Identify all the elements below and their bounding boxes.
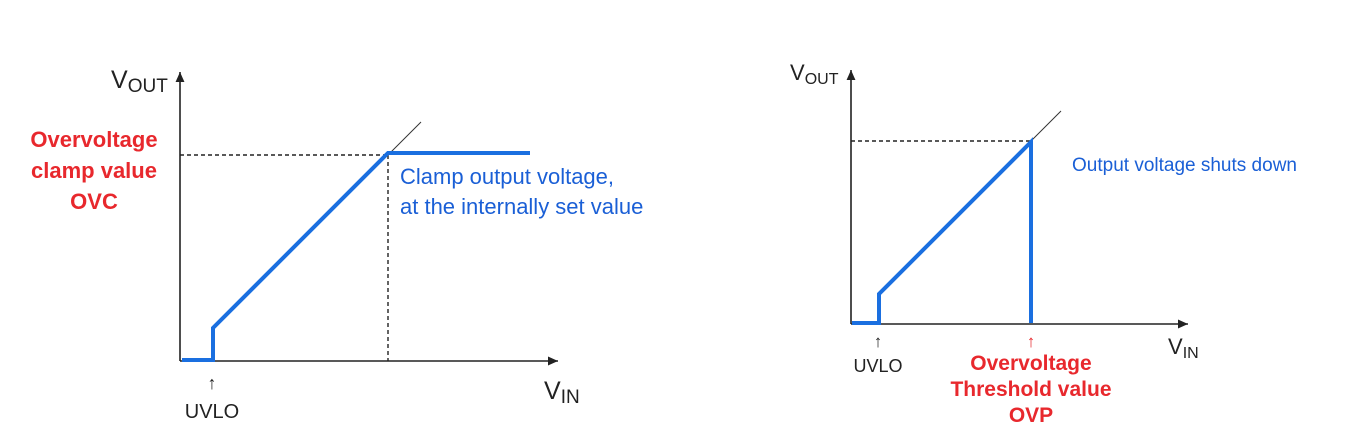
left-uvlo-label: UVLO (185, 401, 239, 423)
right-x-axis-label: VIN (1168, 334, 1199, 362)
left-ideal-line-extension (387, 121, 422, 156)
right-y-axis-label: VOUT (790, 60, 839, 88)
left-clamp-label-line-3: OVC (70, 189, 118, 214)
left-y-axis-label: VOUT (111, 66, 168, 97)
left-clamp-label-line-2: clamp value (31, 158, 157, 183)
right-ovp-arrow: ↑ (1027, 332, 1036, 351)
left-clamp-label-line-1: Overvoltage (30, 127, 157, 152)
right-threshold-label-line-1: Overvoltage (970, 352, 1091, 375)
right-diagram: VOUT VIN ↑ UVLO ↑ Overvoltage Threshold … (790, 60, 1297, 427)
left-uvlo-arrow: ↑ (208, 373, 217, 393)
left-annotation-line-1: Clamp output voltage, (400, 164, 614, 189)
right-ideal-line-extension (1030, 110, 1062, 142)
left-x-axis-label: VIN (544, 377, 580, 408)
left-output-curve (182, 151, 530, 362)
right-output-curve (852, 137, 1033, 325)
right-threshold-label-line-3: OVP (1009, 404, 1053, 427)
left-annotation-line-2: at the internally set value (400, 194, 643, 219)
right-uvlo-arrow: ↑ (874, 332, 883, 351)
right-threshold-label-line-2: Threshold value (950, 378, 1111, 401)
right-uvlo-label: UVLO (853, 356, 902, 376)
right-annotation: Output voltage shuts down (1072, 155, 1297, 176)
left-diagram: VOUT VIN ↑ UVLO Overvoltage clamp value … (30, 66, 643, 423)
